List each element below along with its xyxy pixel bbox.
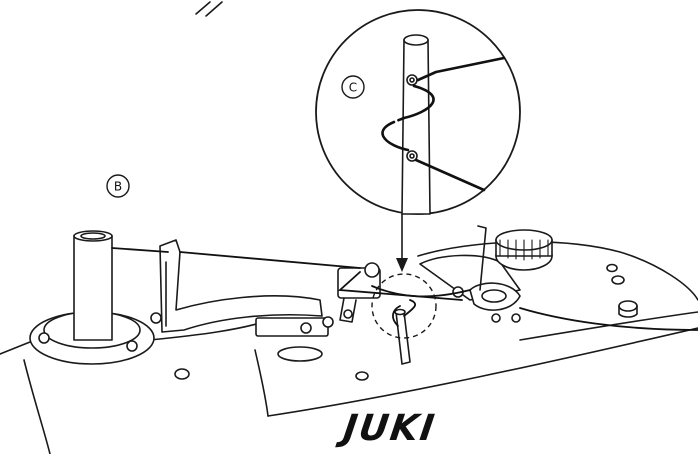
- bed-hole: [355, 371, 369, 381]
- screw-cap: [611, 275, 625, 285]
- thread-path: [111, 247, 698, 331]
- slot-opening: [277, 346, 323, 362]
- bracket-screw: [300, 322, 312, 334]
- bracket-plate: [255, 317, 329, 337]
- callout-b-label: B: [114, 180, 122, 194]
- eyelet-lower: [406, 150, 418, 162]
- magnifier-circle: [315, 9, 521, 215]
- thread-guide-bracket: [159, 239, 334, 337]
- thread-guide-rod: [394, 308, 411, 365]
- eyelet-upper: [406, 74, 418, 86]
- base-screw: [126, 340, 138, 352]
- machine-bed: [0, 241, 698, 454]
- bracket-screw: [322, 316, 334, 328]
- arrow-down-icon: [396, 213, 408, 272]
- callout-circle-c: C: [341, 75, 365, 99]
- bed-hole: [174, 368, 190, 380]
- screw-cap: [618, 300, 638, 312]
- thread-stand: [29, 230, 162, 365]
- take-up-assembly: [419, 225, 553, 323]
- base-screw: [150, 312, 162, 324]
- spool-pin: [73, 235, 113, 341]
- bed-hole: [606, 263, 618, 273]
- highlight-dashed-circle: [371, 273, 437, 339]
- brand-logo: JUKI: [335, 406, 439, 449]
- callout-circle-b: B: [106, 174, 130, 198]
- base-screw: [38, 332, 50, 344]
- callout-c-label: C: [349, 81, 357, 95]
- top-edge-lines: [195, 1, 223, 17]
